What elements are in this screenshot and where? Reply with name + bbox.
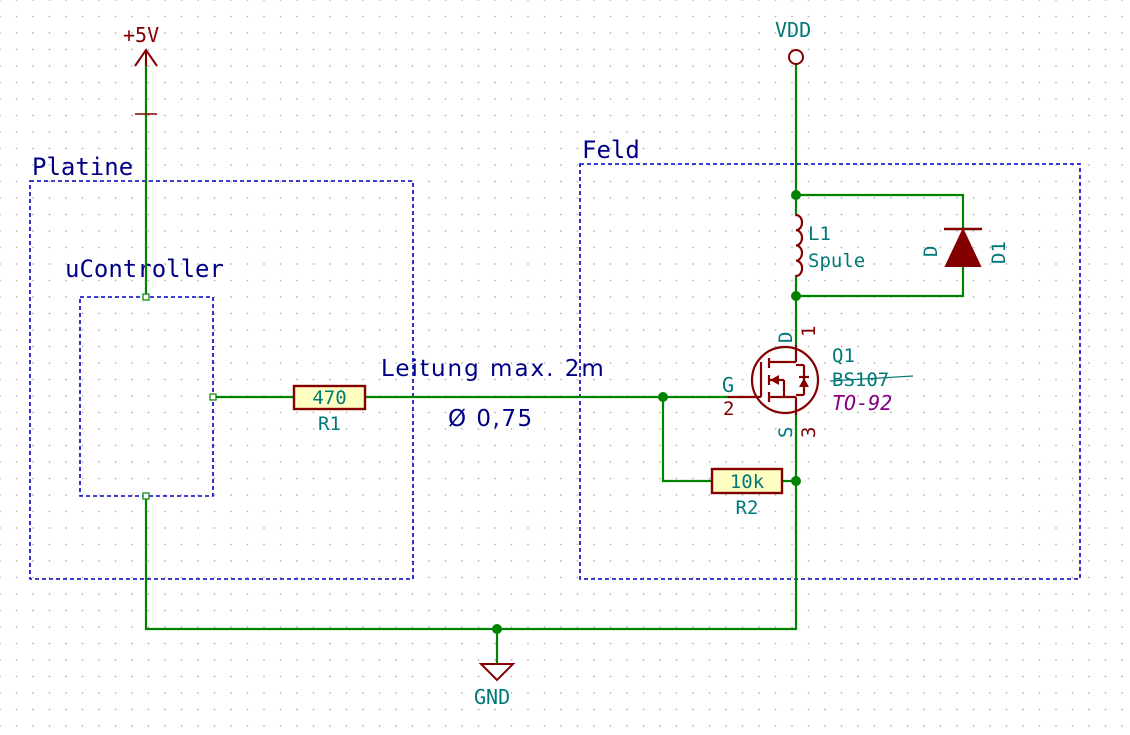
r1-body (292, 384, 367, 411)
d1-value: D (920, 246, 942, 257)
mosfet-q1[interactable]: G 2 D 1 S 3 Q1 BS107 TO-92 (722, 326, 914, 438)
d1-triangle-icon (944, 227, 982, 267)
sheet-pin-bottom[interactable] (142, 492, 150, 500)
r2-ref: R2 (736, 497, 759, 519)
sheet-ucontroller-label: uController (65, 255, 224, 283)
wire-gate-r2[interactable] (661, 395, 714, 483)
q1-value-overlap-line (829, 375, 914, 382)
gnd-triangle-icon (478, 663, 516, 682)
sheet-platine-label: Platine (32, 153, 133, 181)
l1-value: Spule (808, 250, 865, 272)
r2-body (710, 467, 784, 495)
q1-pin-g-number: 2 (723, 398, 734, 420)
q1-footprint: TO-92 (832, 391, 892, 415)
r2-value: 10k (730, 471, 765, 493)
note-cable-length: Leitung max. 2m (381, 356, 606, 382)
note-cable-diameter: Ø 0,75 (448, 406, 534, 432)
wires (144, 58, 965, 666)
inductor-l1[interactable]: L1 Spule (795, 213, 865, 278)
l1-coil-icon (795, 213, 804, 278)
q1-symbol-icon (738, 345, 809, 415)
resistor-r1[interactable]: 470 R1 (292, 384, 367, 435)
power-gnd[interactable]: GND (474, 663, 516, 709)
q1-pin-g-name: G (722, 373, 734, 397)
junction-gate (658, 392, 668, 402)
q1-pin-d-number: 1 (798, 326, 820, 337)
r1-value: 470 (312, 387, 346, 409)
wire-diode-top[interactable] (794, 193, 965, 231)
q1-ref: Q1 (832, 345, 855, 367)
sheet-platine[interactable]: Platine (29, 153, 414, 580)
vdd-circle-icon (788, 49, 804, 65)
sheet-pins[interactable] (142, 293, 217, 500)
junctions (492, 190, 801, 634)
wire-gnd-return[interactable] (144, 479, 798, 631)
sheet-feld[interactable]: Feld (579, 136, 1081, 580)
q1-pin-s-name: S (775, 427, 797, 438)
junction-source-r2 (791, 476, 801, 486)
q1-value: BS107 (832, 369, 889, 391)
power-plus5v[interactable]: +5V (123, 23, 159, 115)
sheet-feld-border (579, 163, 1081, 580)
q1-diode-arrow-icon (799, 378, 809, 387)
gnd-label: GND (474, 685, 510, 709)
resistor-r2[interactable]: 10k R2 (710, 467, 784, 519)
diode-d1[interactable]: D D1 (920, 227, 1010, 267)
wire-diode-bottom[interactable] (794, 264, 965, 298)
r1-ref: R1 (318, 413, 341, 435)
sheet-ucontroller[interactable]: uController (65, 255, 224, 497)
sheet-platine-border (29, 180, 414, 580)
junction-coil-diode (791, 291, 801, 301)
junction-gnd (492, 624, 502, 634)
l1-ref: L1 (808, 223, 831, 245)
d1-ref: D1 (988, 241, 1010, 264)
q1-pin-s-number: 3 (798, 427, 820, 438)
plus5v-label: +5V (123, 23, 159, 47)
vdd-label: VDD (775, 18, 811, 42)
sheet-pin-right[interactable] (209, 393, 217, 401)
sheet-feld-label: Feld (582, 136, 640, 164)
junction-vdd-diode (791, 190, 801, 200)
plus5v-arrow-icon (134, 48, 158, 67)
power-vdd[interactable]: VDD (775, 18, 811, 65)
q1-pin-d-name: D (775, 332, 797, 343)
q1-channel-arrow-icon (770, 375, 779, 385)
sheet-pin-top[interactable] (142, 293, 150, 301)
